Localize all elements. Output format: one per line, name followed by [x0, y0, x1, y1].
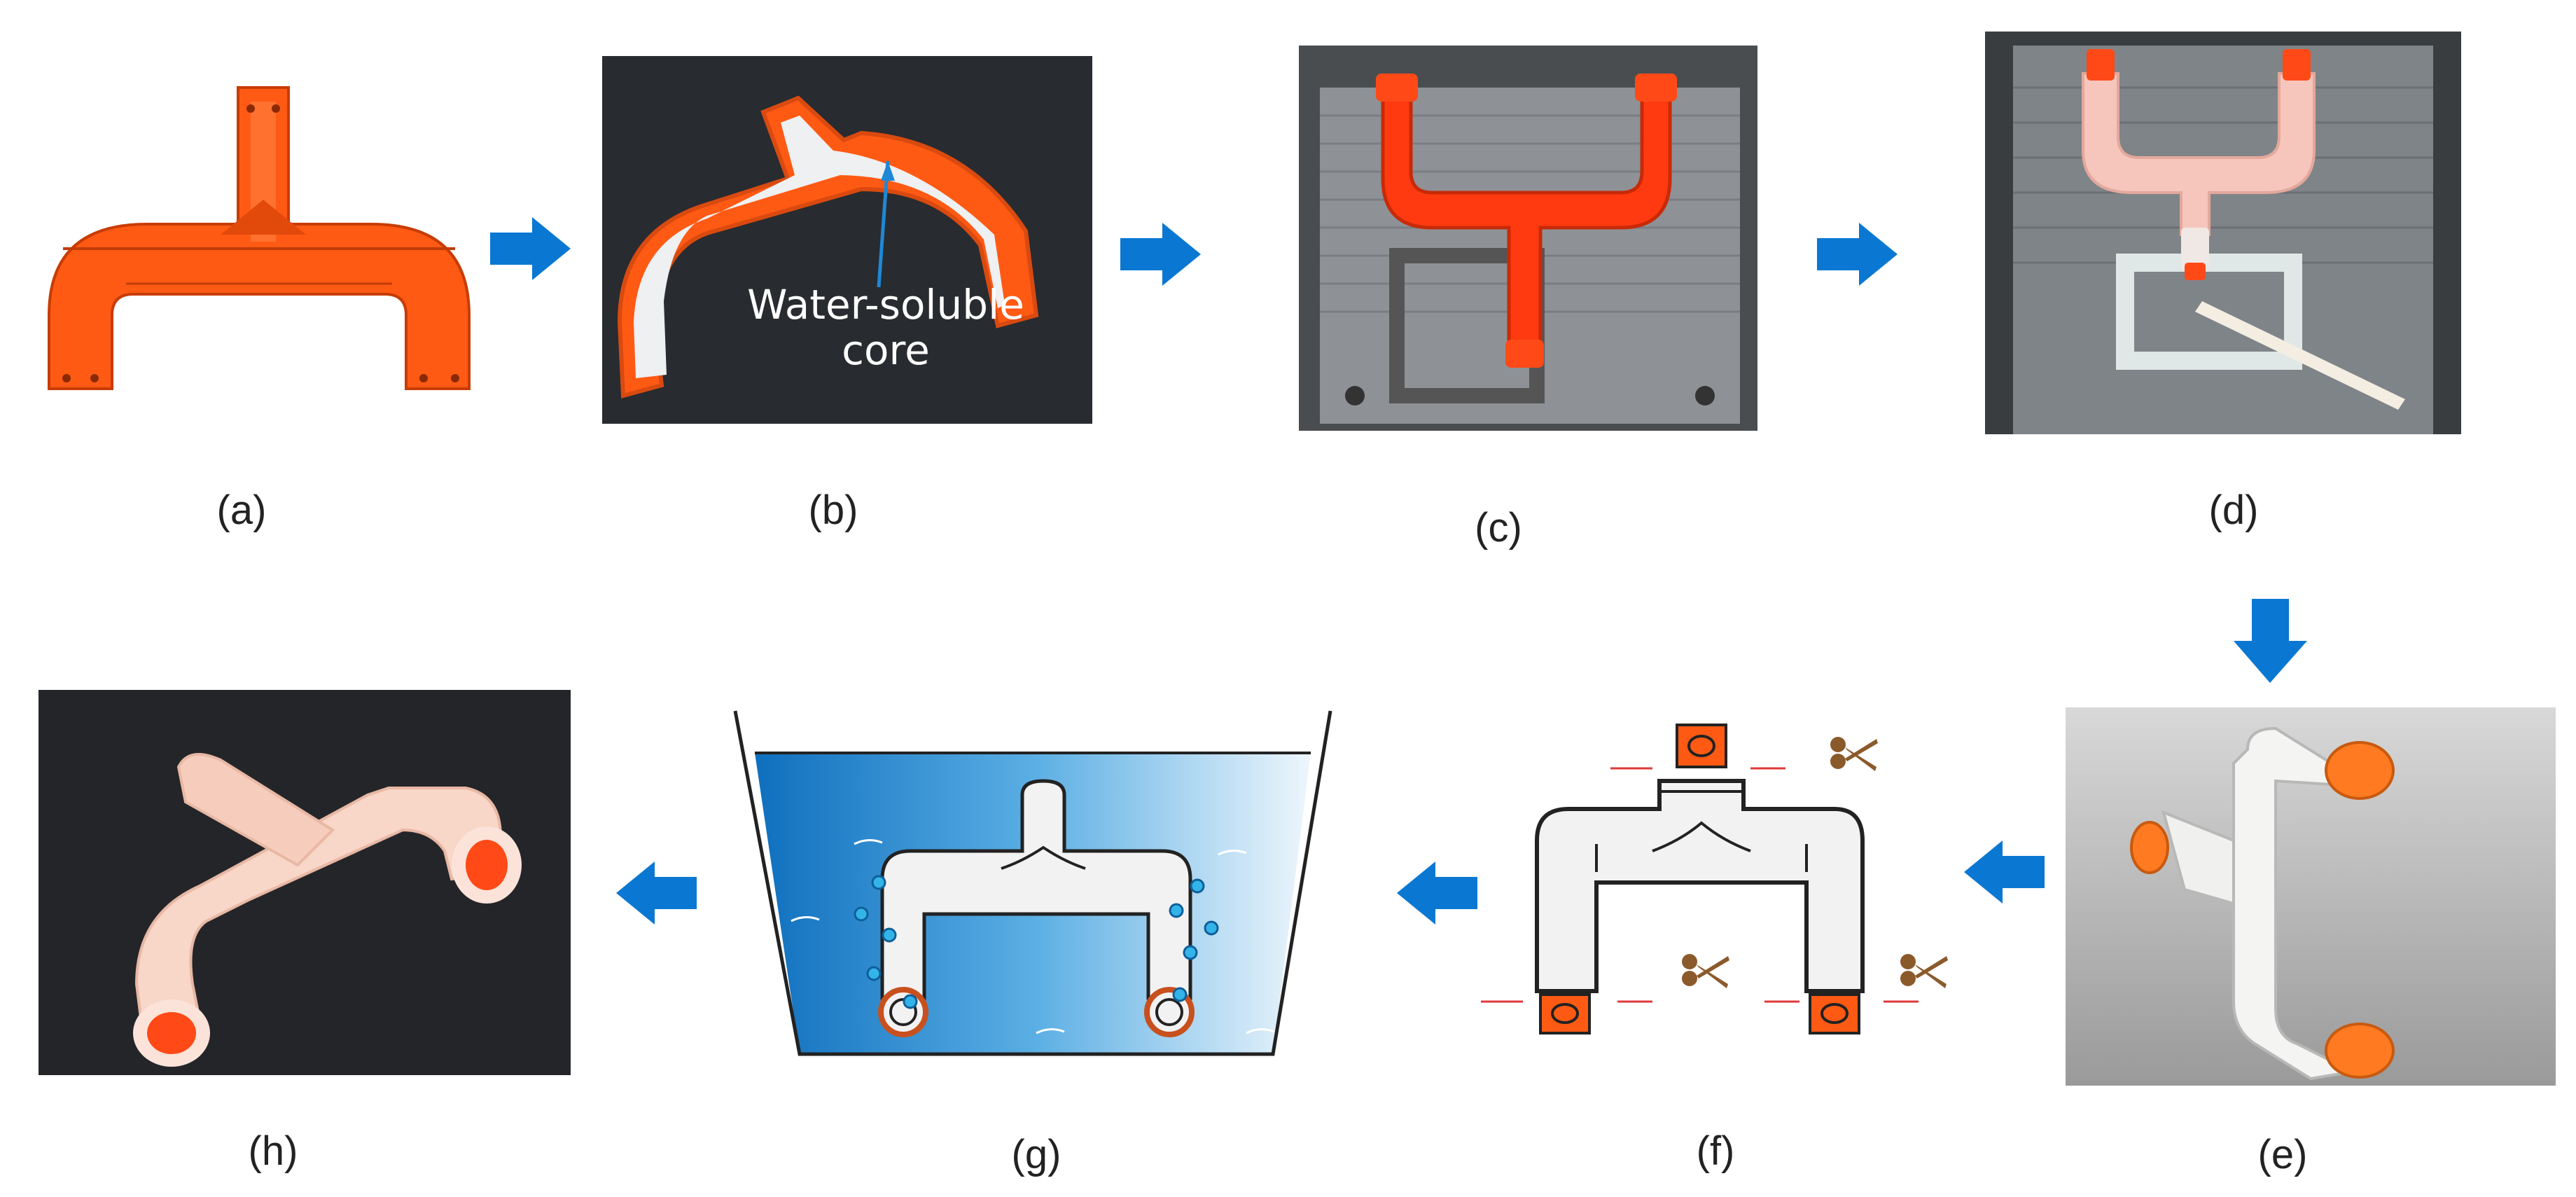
arrow-left-icon	[1964, 840, 2045, 904]
panel-c-shell-in-mold-photo	[1299, 46, 1757, 431]
panel-e-cad-render	[2066, 707, 2556, 1086]
panel-a-orange-mold-shell	[42, 84, 476, 392]
bubble-icon	[1190, 878, 1205, 894]
caption-d: (d)	[2208, 487, 2259, 533]
caption-a: (a)	[216, 487, 267, 533]
water-soluble-core-label-line2: core	[842, 326, 930, 374]
bubble-icon	[866, 966, 882, 981]
arrow-right-icon	[490, 217, 571, 280]
bubble-icon	[1169, 903, 1184, 918]
caption-e: (e)	[2257, 1132, 2308, 1177]
scissors-icon	[1900, 954, 1948, 988]
bubble-icon	[903, 994, 918, 1009]
caption-f: (f)	[1696, 1128, 1735, 1174]
water-soluble-core-label-line1: Water-soluble	[747, 281, 1024, 328]
bubble-icon	[1172, 987, 1188, 1002]
panel-f-cutting-schematic	[1470, 718, 1954, 1054]
caption-b: (b)	[808, 487, 858, 533]
bubble-icon	[854, 906, 869, 922]
arrow-left-icon	[1397, 862, 1477, 925]
bubble-icon	[882, 927, 897, 943]
panel-g-water-bath-schematic	[728, 704, 1344, 1068]
scissors-icon	[1830, 737, 1878, 771]
panel-h-final-part-photo	[39, 690, 571, 1075]
arrow-left-icon	[616, 862, 697, 925]
arrow-down-icon	[2234, 599, 2307, 683]
caption-c: (c)	[1475, 505, 1522, 551]
panel-b-water-soluble-core-photo: Water-soluble core	[602, 56, 1092, 424]
scissors-icon	[1682, 954, 1729, 988]
bubble-icon	[1183, 945, 1198, 960]
arrow-right-icon	[1120, 223, 1201, 286]
bubble-icon	[871, 875, 886, 890]
panel-d-molded-part-photo	[1985, 32, 2461, 434]
arrow-right-icon	[1817, 223, 1898, 286]
bubble-icon	[1204, 920, 1219, 936]
caption-g: (g)	[1011, 1132, 1061, 1177]
caption-h: (h)	[248, 1128, 298, 1174]
